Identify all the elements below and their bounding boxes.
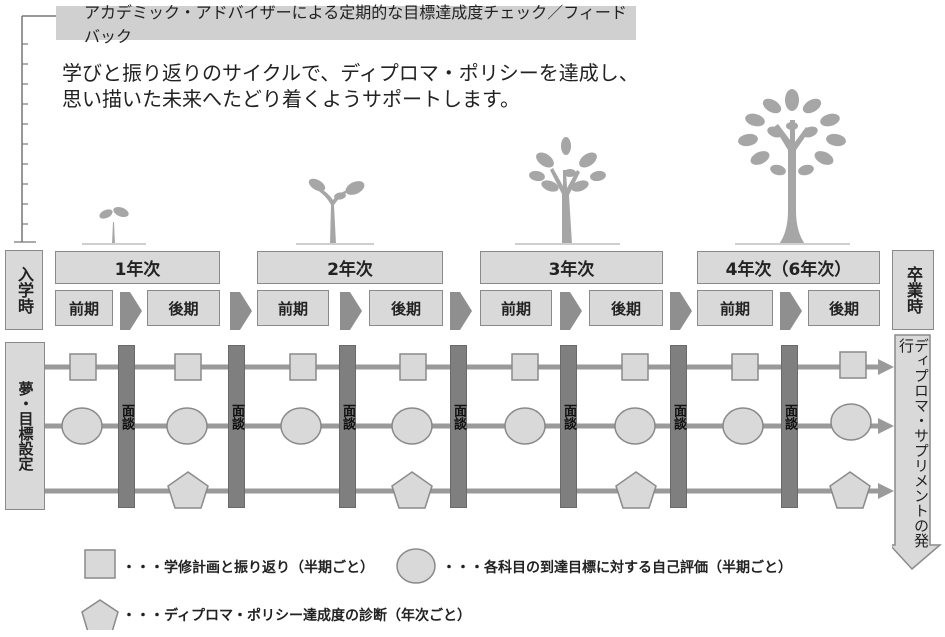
chevron-arrow-icon	[560, 292, 582, 330]
progress-scale	[14, 15, 56, 243]
circle-marker	[391, 407, 433, 445]
year-header-3: 3年次	[480, 251, 663, 284]
semester-first-2: 前期	[257, 290, 329, 326]
interview-bar-5: 面談	[560, 345, 577, 508]
square-marker	[839, 351, 867, 379]
entry-box: 入学時	[5, 250, 43, 330]
circle-marker	[722, 407, 764, 445]
legend-circle	[396, 548, 436, 584]
graduation-label: 卒業時	[904, 266, 923, 314]
goal-setting-box: 夢・目標設定	[5, 342, 45, 510]
semester-second-4: 後期	[808, 290, 880, 326]
circle-marker	[614, 407, 656, 445]
legend-circle-icon	[396, 548, 436, 584]
supplement-label: ディプロマ・サプリメントの発行	[897, 338, 930, 548]
entry-label: 入学時	[15, 266, 34, 314]
arrow-head-icon	[878, 359, 894, 375]
plant-icon	[296, 178, 374, 245]
interview-bar-7: 面談	[781, 345, 798, 508]
banner-text: アカデミック・アドバイザーによる定期的な目標達成度チェック／フィードバック	[84, 3, 627, 46]
interview-bar-4: 面談	[450, 345, 467, 508]
year-header-1: 1年次	[55, 251, 220, 284]
square-marker	[289, 353, 317, 381]
circle-marker	[830, 403, 872, 441]
chevron-arrow-icon	[340, 292, 362, 330]
chevron-arrow-icon	[670, 292, 692, 330]
legend-shapes	[81, 549, 119, 630]
sprout-icon	[82, 206, 146, 245]
legend-square-text: ・・・学修計画と振り返り（半期ごと）	[122, 560, 374, 576]
circle-marker	[280, 407, 322, 445]
chevron-arrow-icon	[230, 292, 252, 330]
subtitle: 学びと振り返りのサイクルで、ディプロマ・ポリシーを達成し、 思い描いた未来へたど…	[62, 60, 639, 112]
circle-marker	[504, 407, 546, 445]
square-marker	[621, 353, 649, 381]
graduation-box: 卒業時	[892, 250, 934, 330]
semester-first-3: 前期	[480, 290, 552, 326]
interview-bar-3: 面談	[339, 345, 356, 508]
mature-tree-icon	[735, 89, 850, 245]
square-marker	[731, 353, 759, 381]
pentagon-marker	[829, 471, 871, 509]
semester-second-3: 後期	[589, 290, 663, 326]
interview-bar-6: 面談	[670, 345, 687, 508]
timeline	[45, 351, 894, 509]
legend-circle-text: ・・・各科目の到達目標に対する自己評価（半期ごと）	[442, 560, 792, 576]
square-marker	[174, 353, 202, 381]
circle-marker	[61, 407, 103, 445]
circle-marker	[166, 407, 208, 445]
chevron-arrow-icon	[450, 292, 472, 330]
year-header-2: 2年次	[257, 251, 443, 284]
interview-bar-2: 面談	[228, 345, 245, 508]
subtitle-line-1: 学びと振り返りのサイクルで、ディプロマ・ポリシーを達成し、	[62, 61, 639, 85]
pentagon-marker	[615, 471, 657, 509]
square-marker	[399, 353, 427, 381]
supplement-arrow	[892, 334, 942, 571]
chevron-arrow-icon	[120, 292, 142, 330]
semester-first-4: 前期	[697, 290, 773, 326]
arrow-head-icon	[878, 483, 894, 499]
semester-second-2: 後期	[369, 290, 443, 326]
legend-pentagon-text: ・・・ディプロマ・ポリシー達成度の診断（年次ごと）	[122, 608, 472, 624]
pentagon-marker	[391, 471, 433, 509]
pentagon-marker	[167, 471, 209, 509]
young-tree-icon	[515, 137, 620, 245]
semester-first-1: 前期	[55, 290, 113, 326]
advisor-banner: アカデミック・アドバイザーによる定期的な目標達成度チェック／フィードバック	[56, 3, 636, 46]
square-marker	[511, 353, 539, 381]
supplement-text-wrap: ディプロマ・サプリメントの発行	[897, 338, 930, 548]
goal-setting-label: 夢・目標設定	[16, 381, 35, 471]
chevron-arrow-icon	[780, 292, 802, 330]
year-header-4: 4年次（6年次）	[697, 251, 880, 284]
legend-square-icon	[84, 549, 116, 579]
square-marker	[69, 353, 97, 381]
semester-arrows	[120, 292, 802, 330]
arrow-head-icon	[878, 418, 894, 434]
semester-second-1: 後期	[147, 290, 220, 326]
growth-trees	[82, 89, 850, 245]
interview-bar-1: 面談	[118, 345, 135, 508]
legend-pentagon-icon	[81, 599, 119, 630]
subtitle-line-2: 思い描いた未来へたどり着くようサポートします。	[62, 87, 520, 111]
